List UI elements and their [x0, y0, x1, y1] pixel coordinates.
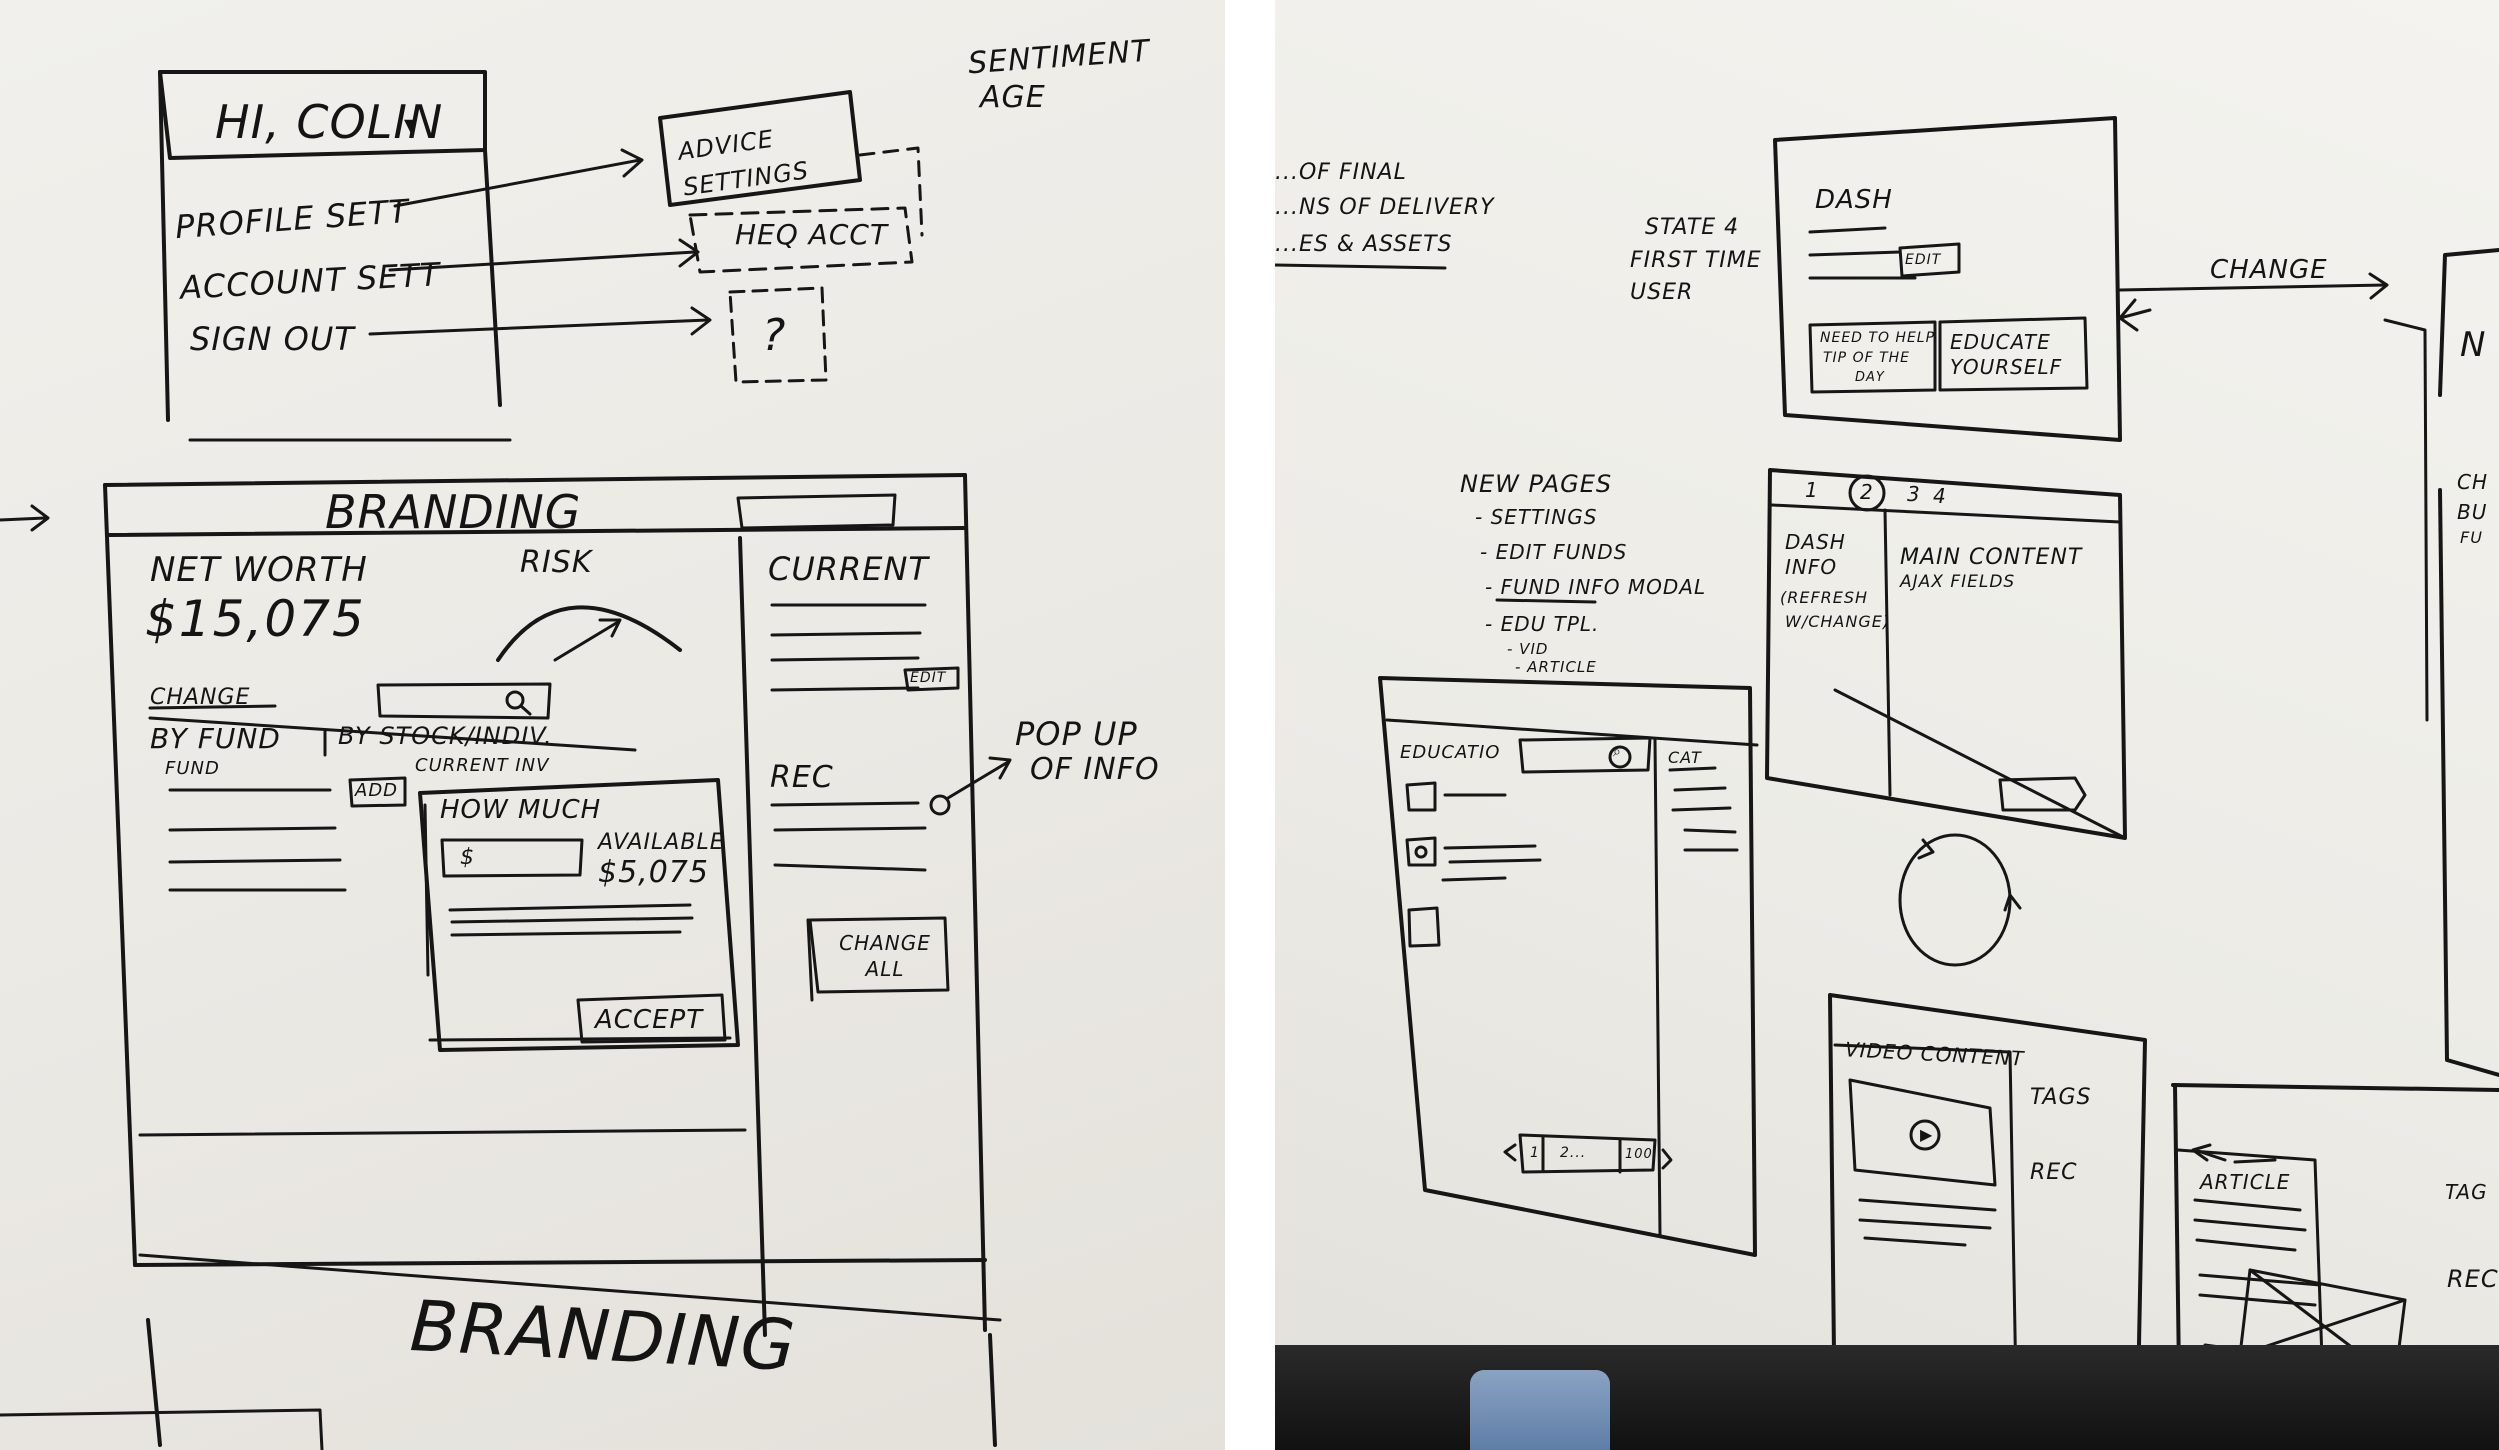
sidebar-edit-button[interactable]: Edit: [910, 670, 947, 686]
new-page-article: - Article: [1515, 658, 1597, 676]
dash-info-line-1: Dash: [1785, 530, 1846, 554]
new-page-edit-funds: - Edit Funds: [1480, 540, 1628, 564]
fund-label: Fund: [165, 758, 220, 779]
heq-acct-box: HEQ Acct: [735, 218, 889, 251]
tip-label-3: Day: [1855, 370, 1885, 385]
available-label: Available: [598, 830, 725, 855]
refresh-line-1: (Refresh: [1780, 588, 1869, 607]
state-note-line-2: First Time: [1630, 248, 1762, 273]
modal-title: How Much: [440, 795, 602, 825]
new-page-settings: - Settings: [1475, 505, 1598, 529]
edge-fragment-3: Bu: [2457, 500, 2488, 524]
net-worth-value: $15,075: [145, 590, 366, 648]
change-arrow-label: Change: [2210, 255, 2328, 285]
current-inv-label: Current Inv: [415, 755, 550, 776]
video-rec-label: Rec: [2030, 1160, 2078, 1185]
left-sketch-lines: [0, 70, 1012, 1450]
photo-divider: [1225, 0, 1275, 1450]
header-branding: Branding: [325, 485, 582, 539]
step-2: 2: [1860, 480, 1874, 504]
tip-label-2: Tip of the: [1823, 350, 1911, 366]
education-title: Educatio: [1400, 742, 1501, 763]
whiteboard-tray: [1275, 1345, 2499, 1450]
refresh-line-2: w/change): [1785, 612, 1891, 631]
popup-note-line-1: Pop up: [1015, 715, 1138, 753]
available-value: $5,075: [598, 855, 709, 890]
sidebar-rec-label: Rec: [770, 760, 834, 795]
whiteboard-eraser: [1470, 1370, 1610, 1450]
search-icon[interactable]: ⌕: [1613, 744, 1622, 760]
edge-fragment-2: Ch: [2457, 470, 2489, 494]
category-label: Cat: [1668, 748, 1702, 767]
delivery-note-line-1: ...of final: [1275, 160, 1407, 185]
risk-label: Risk: [520, 545, 593, 580]
tip-label-1: Need to help: [1820, 330, 1936, 346]
right-whiteboard-photo: ...of final ...ns of delivery ...es & as…: [1275, 0, 2499, 1450]
user-greeting[interactable]: Hi, Colin: [215, 95, 444, 149]
change-label: Change: [150, 685, 251, 710]
article-tags-label: Tag: [2445, 1180, 2488, 1204]
dash-info-line-2: Info: [1785, 555, 1838, 579]
accept-button[interactable]: Accept: [595, 1005, 704, 1035]
modal-amount-input[interactable]: $: [460, 845, 475, 870]
popup-note-line-2: of info: [1030, 752, 1160, 787]
add-button[interactable]: Add: [355, 780, 399, 801]
dash-title: Dash: [1815, 185, 1893, 215]
new-page-fund-info-modal: - Fund Info Modal: [1485, 575, 1707, 599]
new-pages-title: New Pages: [1460, 470, 1613, 498]
step-4: 4: [1933, 484, 1947, 508]
edge-fragment-1: N: [2460, 325, 2487, 365]
new-page-vid: - Vid: [1507, 640, 1549, 658]
net-worth-label: Net Worth: [150, 550, 368, 590]
state-note-line-1: State 4: [1645, 215, 1740, 240]
sidebar-current-label: Current: [768, 550, 929, 588]
unknown-target-box: ?: [762, 310, 787, 361]
play-icon[interactable]: ▶: [1920, 1125, 1934, 1144]
page-2-button[interactable]: 2...: [1560, 1145, 1587, 1161]
educate-label-2[interactable]: Yourself: [1950, 355, 2063, 379]
tab-by-stock[interactable]: By Stock/Indiv.: [338, 722, 553, 750]
article-rec-label: Rec: [2447, 1265, 2499, 1293]
sentiment-note-line-2: Age: [980, 80, 1046, 115]
delivery-note-line-3: ...es & assets: [1275, 232, 1453, 257]
tab-by-fund[interactable]: By Fund: [150, 722, 281, 755]
menu-item-sign-out[interactable]: Sign Out: [190, 320, 355, 358]
video-tags-label: Tags: [2030, 1085, 2092, 1110]
article-title: Article: [2200, 1170, 2291, 1194]
right-sketch-lines: [1275, 116, 2499, 1447]
step-3: 3: [1907, 482, 1921, 506]
triangle-down-icon[interactable]: ▾: [404, 110, 419, 140]
change-all-button[interactable]: Change All: [839, 931, 931, 981]
new-page-edu-tpl: - Edu Tpl.: [1485, 612, 1600, 636]
main-content-label: Main Content: [1900, 545, 2083, 570]
step-1: 1: [1805, 478, 1819, 502]
edge-fragment-4: Fu: [2460, 528, 2483, 547]
ajax-fields-label: Ajax Fields: [1900, 572, 2016, 592]
state-note-line-3: User: [1630, 280, 1694, 305]
left-whiteboard-photo: Hi, Colin ▾ Profile Sett Account Sett Si…: [0, 0, 1225, 1450]
delivery-note-line-2: ...ns of delivery: [1275, 195, 1495, 220]
page-100-button[interactable]: 100: [1625, 1147, 1653, 1162]
dash-edit-button[interactable]: Edit: [1905, 252, 1942, 268]
page-1-button[interactable]: 1: [1530, 1145, 1540, 1161]
educate-label-1[interactable]: Educate: [1950, 330, 2051, 354]
